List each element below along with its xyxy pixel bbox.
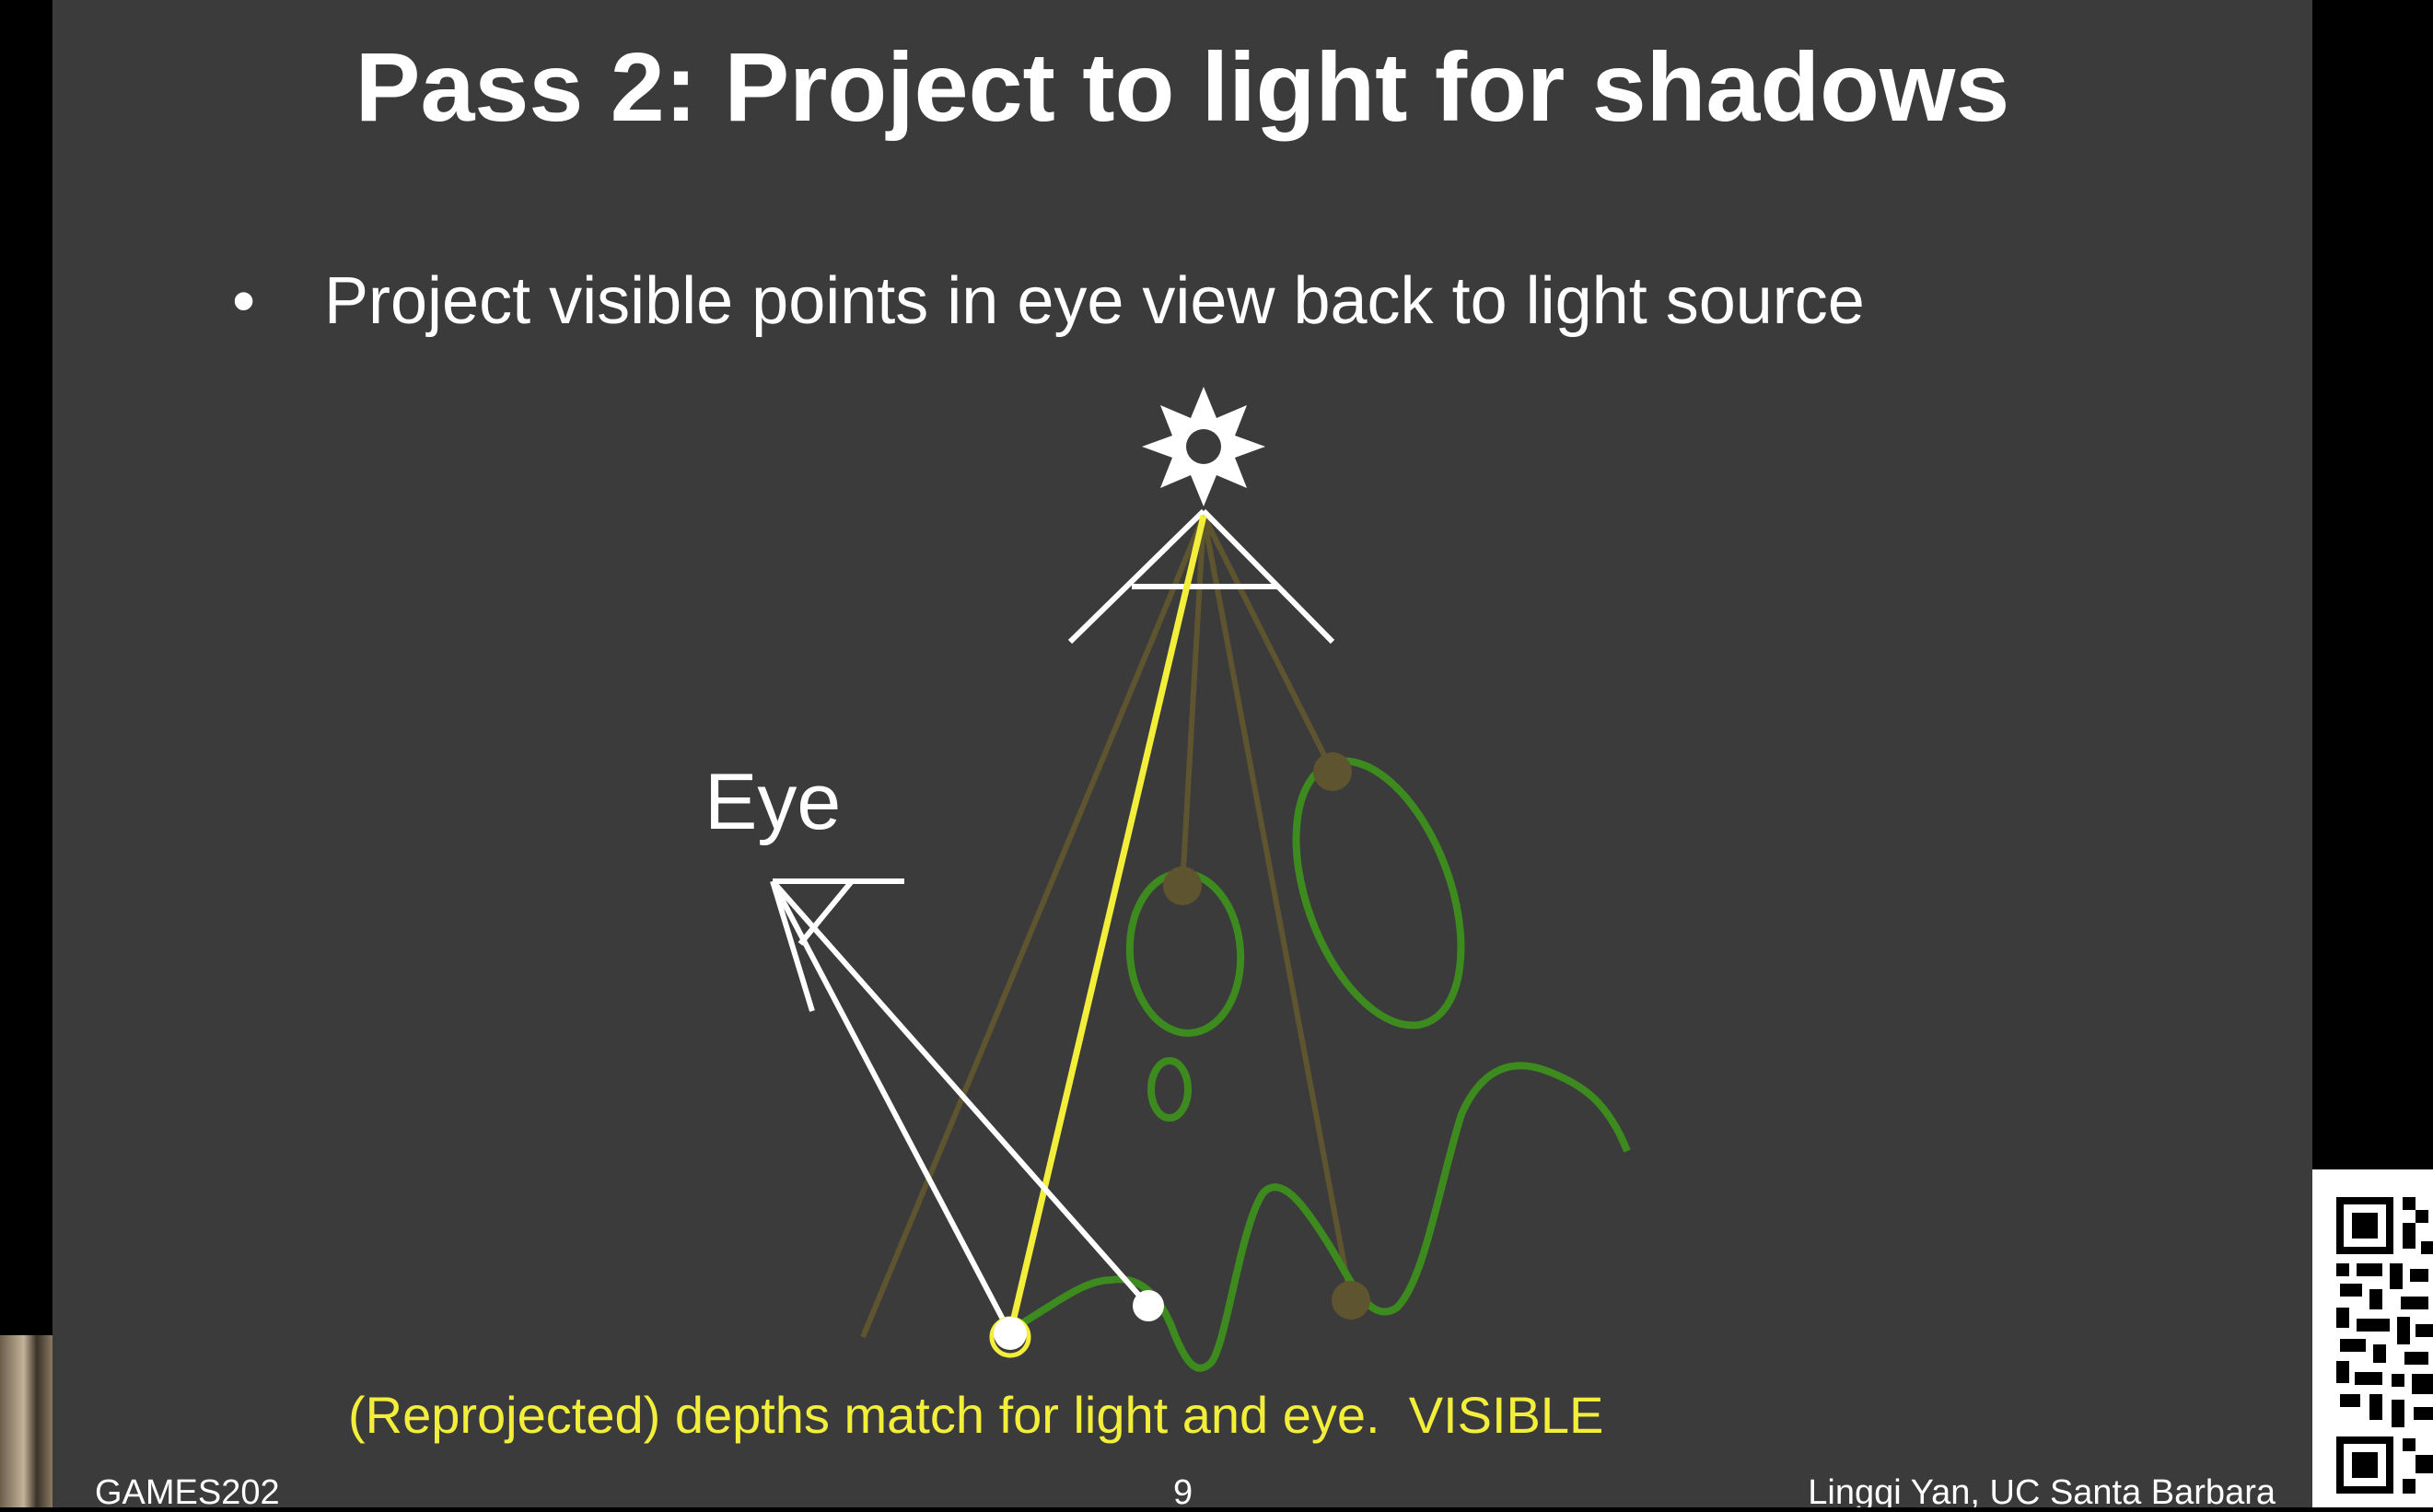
shadow-map-diagram: Eye [704, 387, 1631, 1372]
qr-panel [2312, 1169, 2433, 1507]
faded-hit-points [1163, 752, 1370, 1320]
slide-title: Pass 2: Project to light for shadows [355, 33, 2010, 142]
scene-geometry [1007, 757, 1631, 1372]
faded-ray-to-ground [1201, 515, 1354, 1301]
eye-label: Eye [704, 758, 841, 846]
slide: Pass 2: Project to light for shadows • Pr… [52, 0, 2312, 1507]
tiny-ellipse [1147, 1057, 1192, 1122]
faded-ray-to-ellipse-small [1180, 515, 1206, 887]
light-frustum-left [1067, 508, 1206, 645]
eye-plane-diag [797, 879, 855, 946]
faded-point-ground [1332, 1281, 1370, 1320]
bullet-dot: • [232, 264, 256, 338]
page-number: 9 [1173, 1473, 1193, 1507]
highlighted-light-ray [1007, 515, 1207, 1334]
faded-light-rays [860, 514, 1354, 1339]
eye-frustum-a [770, 880, 815, 1012]
eye-ray-to-white-point [770, 879, 1151, 1308]
caption: (Reprojected) depths match for light and… [348, 1386, 1604, 1444]
qr-code-icon [2336, 1197, 2433, 1494]
footer-course: GAMES202 [95, 1473, 280, 1507]
light-frustum [1067, 508, 1335, 645]
webcam-edge-strip [0, 1335, 52, 1507]
visible-point [994, 1317, 1027, 1350]
eye-visible-point [1133, 1290, 1164, 1321]
faded-ray-to-ellipse-large [1201, 514, 1335, 773]
faded-point-large-ellipse [1313, 752, 1352, 791]
faded-point-small-ellipse [1163, 866, 1202, 905]
light-source-center [1186, 429, 1221, 464]
eye-frustum [770, 878, 1151, 1335]
bullet-text: Project visible points in eye view back … [324, 264, 1865, 338]
bullet-item: • Project visible points in eye view back… [232, 260, 1865, 343]
footer-author: Lingqi Yan, UC Santa Barbara [1808, 1473, 2276, 1507]
eye-ray-to-yellow-point [770, 879, 1013, 1335]
sun-star-icon [1142, 387, 1265, 506]
faded-ray-left [860, 514, 1206, 1339]
ground-curve [1007, 1062, 1631, 1372]
large-ellipse [1292, 757, 1465, 1029]
light-frustum-right [1201, 508, 1335, 645]
